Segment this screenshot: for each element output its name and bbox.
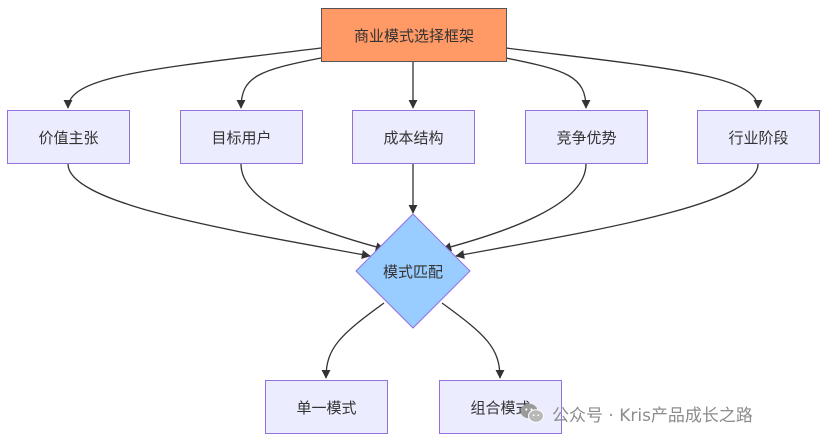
edge-root-to-stage (505, 47, 763, 109)
factor-node-users: 目标用户 (180, 110, 303, 164)
decision-label: 模式匹配 (382, 262, 443, 281)
edge-competition-to-match (442, 163, 587, 252)
factor-node-competition: 竞争优势 (525, 110, 648, 164)
edge-match-to-single (321, 302, 385, 379)
edge-root-to-users (236, 57, 322, 109)
edge-value-to-match (67, 163, 371, 259)
edge-root-to-value (63, 47, 322, 109)
edge-stage-to-match (455, 163, 759, 259)
watermark-text: 公众号 · Kris产品成长之路 (552, 405, 753, 426)
edge-root-to-competition (505, 57, 591, 109)
watermark: 公众号 · Kris产品成长之路 (520, 397, 753, 429)
wechat-icon (520, 403, 544, 423)
decision-diamond (355, 213, 471, 329)
factor-node-value: 价值主张 (7, 110, 130, 164)
outcome-node-single: 单一模式 (265, 380, 388, 434)
factor-node-stage: 行业阶段 (697, 110, 820, 164)
factor-node-cost: 成本结构 (352, 110, 475, 164)
edge-match-to-combo (441, 302, 505, 379)
outcome-node-combo: 组合模式 (439, 380, 562, 434)
edge-users-to-match (240, 163, 385, 252)
root-node: 商业模式选择框架 (321, 8, 507, 62)
